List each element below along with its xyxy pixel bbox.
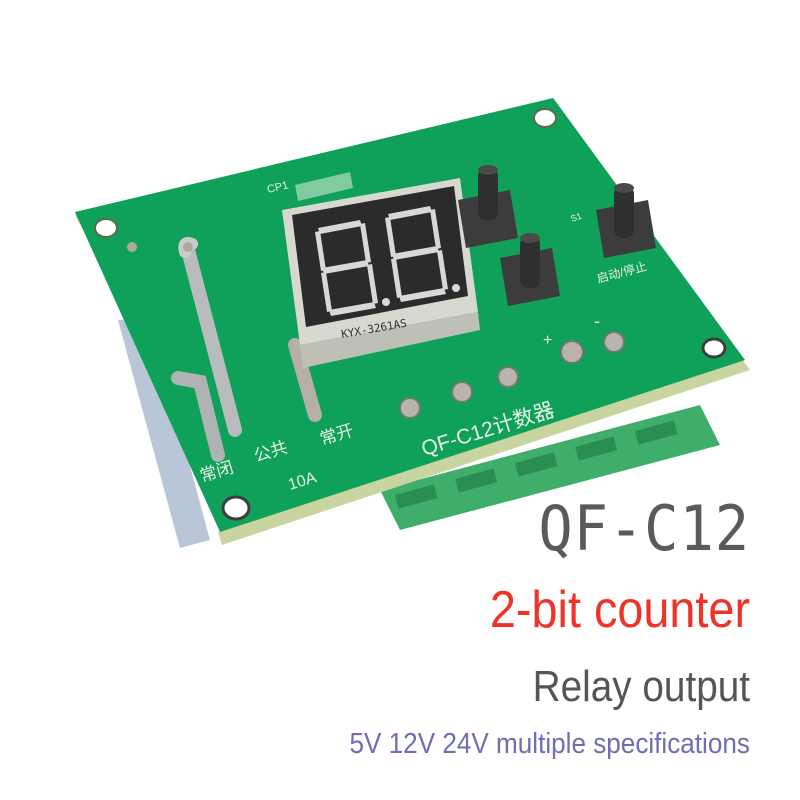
seven-segment-display: KYX-3261AS bbox=[282, 178, 480, 368]
tactile-button-start-stop[interactable] bbox=[596, 183, 656, 258]
svg-text:S1: S1 bbox=[569, 211, 583, 224]
cp1-connector: CP1 bbox=[266, 172, 353, 201]
relay-body bbox=[118, 318, 210, 548]
polarity-minus: - bbox=[594, 311, 600, 331]
terminal-screws bbox=[399, 331, 625, 419]
tactile-button-2[interactable] bbox=[500, 233, 560, 306]
tactile-button-1[interactable] bbox=[458, 165, 518, 248]
product-model: QF-C12 bbox=[538, 492, 750, 565]
product-specs: 5V 12V 24V multiple specifications bbox=[349, 728, 750, 760]
product-subtitle: Relay output bbox=[532, 662, 750, 711]
polarity-plus: + bbox=[543, 332, 552, 349]
product-title: 2-bit counter bbox=[489, 581, 750, 639]
mounting-holes bbox=[94, 108, 727, 521]
svg-text:CP1: CP1 bbox=[266, 179, 290, 196]
